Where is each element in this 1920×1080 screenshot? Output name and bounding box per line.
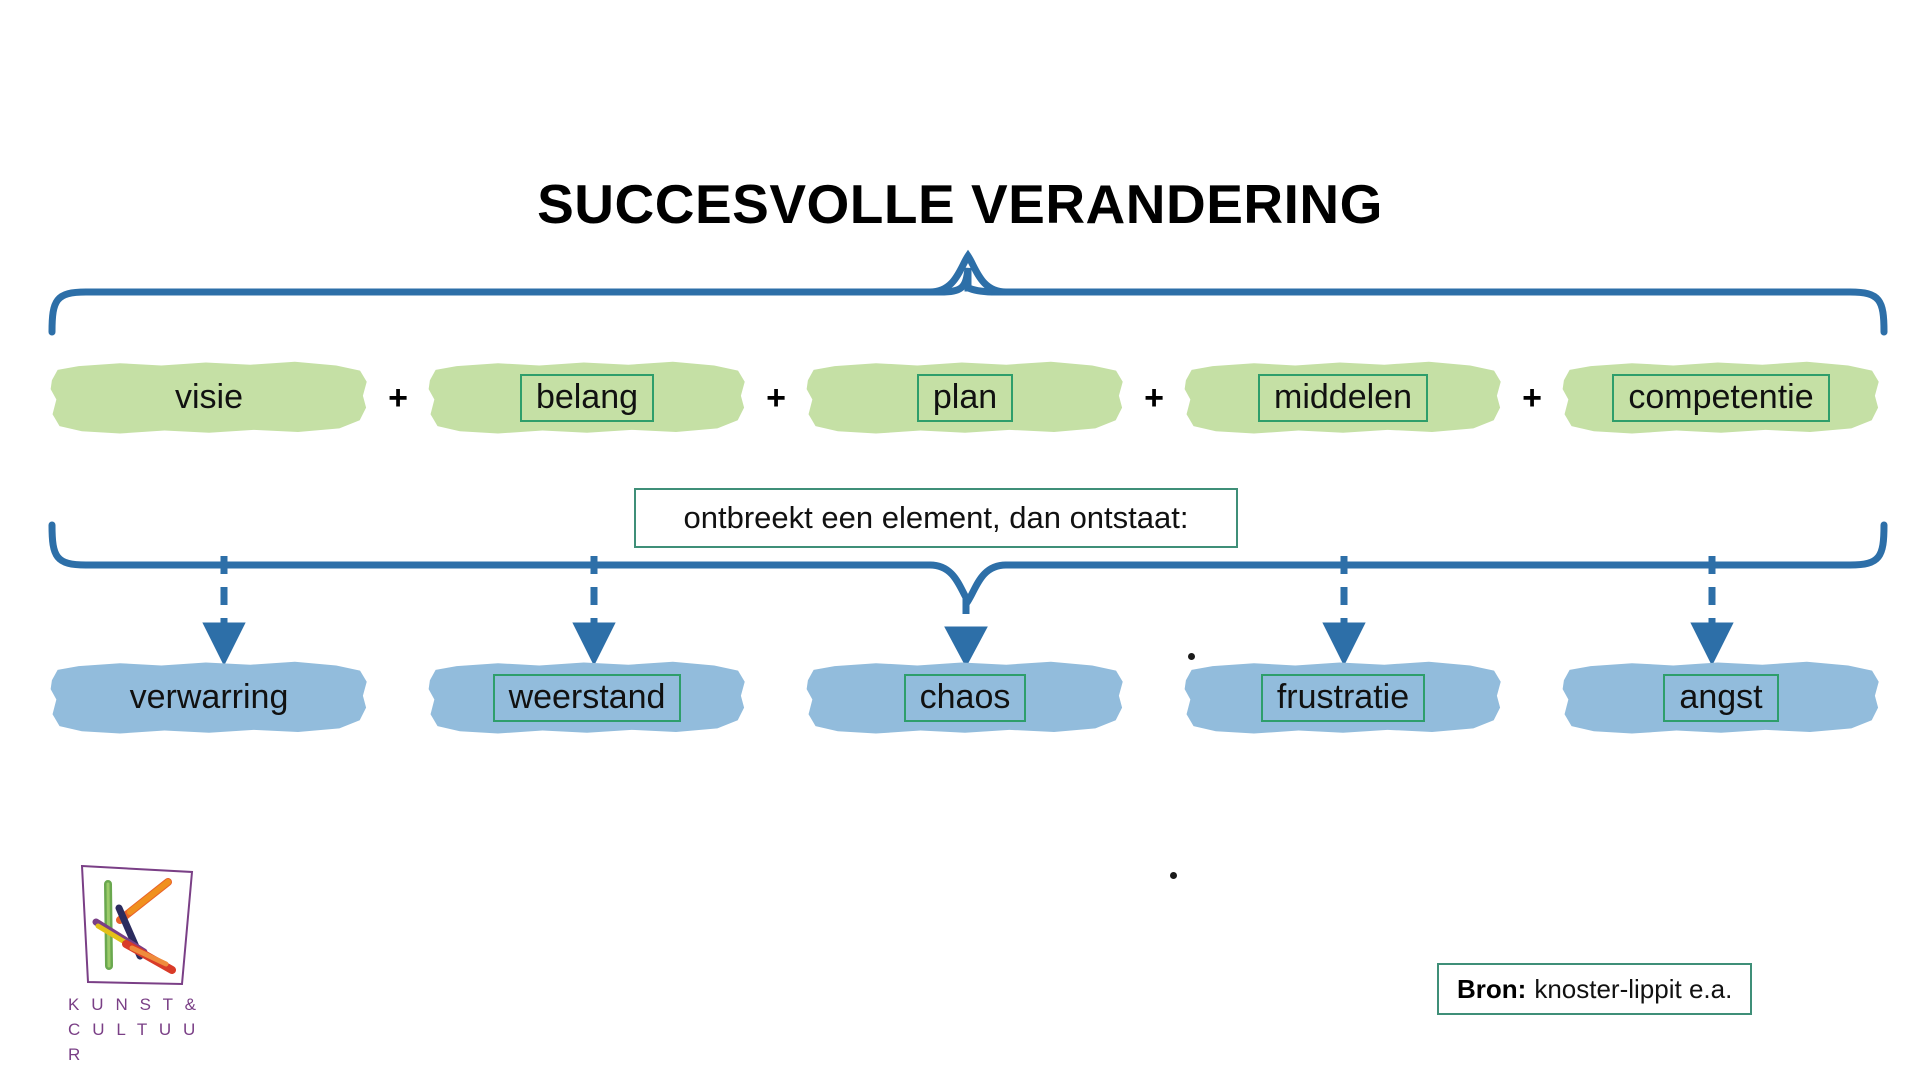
dashed-arrow-1 <box>202 556 246 666</box>
kunst-en-cultuur-logo: K U N S T & C U L T U U R <box>68 860 218 1064</box>
caption-text: ontbreekt een element, dan ontstaat: <box>683 500 1189 535</box>
dashed-arrow-4 <box>1322 556 1366 666</box>
outcome-elements-row: verwarring weerstand chaos frustratie an… <box>50 655 1880 741</box>
outcome-item-label: verwarring <box>129 678 289 716</box>
dashed-arrow-2 <box>572 556 616 666</box>
top-brace <box>48 267 1888 336</box>
outcome-item-angst[interactable]: angst <box>1562 655 1880 741</box>
plus-operator-1: + <box>388 378 408 417</box>
caption-box: ontbreekt een element, dan ontstaat: <box>634 488 1238 548</box>
page-title: SUCCESVOLLE VERANDERING <box>537 173 1383 235</box>
logo-wordmark: K U N S T & C U L T U U R <box>68 992 218 1067</box>
outcome-item-chaos[interactable]: chaos <box>806 655 1124 741</box>
outcome-item-label: frustratie <box>1260 674 1426 722</box>
bottom-brace-dip <box>926 561 1010 608</box>
success-item-plan[interactable]: plan <box>806 355 1124 441</box>
logo-wordmark-line1: K U N S T & <box>68 995 200 1014</box>
outcome-item-verwarring[interactable]: verwarring <box>50 655 368 741</box>
logo-mark-icon <box>80 864 194 986</box>
success-elements-row: visie + belang + plan + middelen + compe… <box>50 355 1880 441</box>
dashed-arrow-3 <box>944 596 988 668</box>
success-item-belang[interactable]: belang <box>428 355 746 441</box>
success-item-middelen[interactable]: middelen <box>1184 355 1502 441</box>
success-item-label: belang <box>519 374 655 422</box>
outcome-item-label: weerstand <box>492 674 682 722</box>
top-brace-peak <box>926 249 1010 296</box>
dashed-arrow-5 <box>1690 556 1734 666</box>
source-value: knoster-lippit e.a. <box>1534 973 1733 1004</box>
outcome-item-frustratie[interactable]: frustratie <box>1184 655 1502 741</box>
stray-dot-lower <box>1170 872 1177 879</box>
plus-operator-2: + <box>766 378 786 417</box>
green-highlight-shape <box>50 361 367 434</box>
outcome-item-weerstand[interactable]: weerstand <box>428 655 746 741</box>
success-item-visie[interactable]: visie <box>50 355 368 441</box>
outcome-item-label: angst <box>1663 674 1779 722</box>
logo-wordmark-line2: C U L T U U R <box>68 1020 199 1064</box>
plus-operator-3: + <box>1144 378 1164 417</box>
success-item-competentie[interactable]: competentie <box>1562 355 1880 441</box>
success-item-label: visie <box>174 378 244 416</box>
blue-highlight-shape <box>50 661 367 734</box>
source-box: Bron: knoster-lippit e.a. <box>1437 963 1753 1015</box>
success-item-label: middelen <box>1258 374 1428 422</box>
outcome-item-label: chaos <box>903 674 1027 722</box>
source-label: Bron: <box>1457 973 1527 1004</box>
stray-dot-upper <box>1188 653 1195 660</box>
success-item-label: plan <box>916 374 1014 422</box>
success-item-label: competentie <box>1612 374 1830 422</box>
plus-operator-4: + <box>1522 378 1542 417</box>
